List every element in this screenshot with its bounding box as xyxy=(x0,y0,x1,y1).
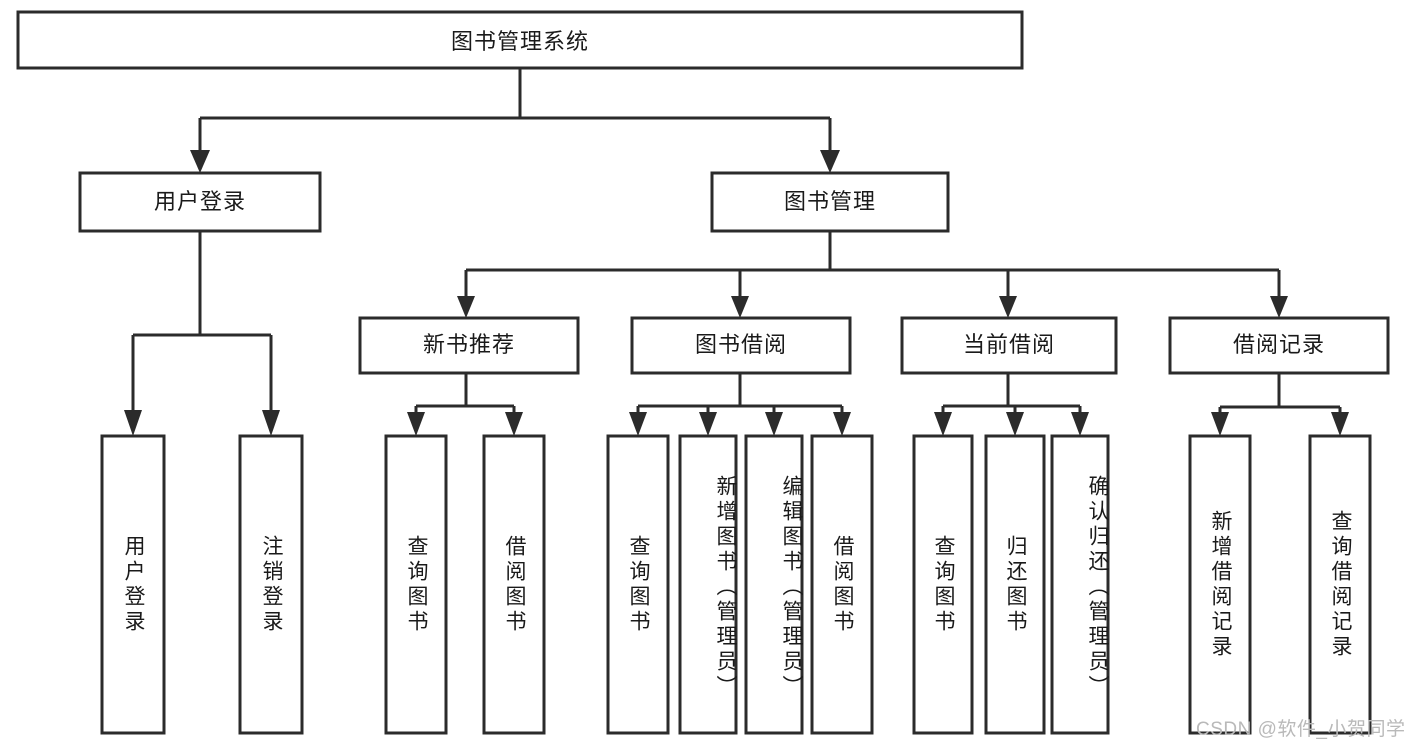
arrow-head-user-login xyxy=(190,150,210,173)
node-box-leaf-add-book[interactable] xyxy=(678,434,738,735)
connector-newbook-to-leaves xyxy=(407,373,523,436)
node-box-book-manage[interactable] xyxy=(710,171,950,233)
connector-currentborrow-to-leaves xyxy=(934,373,1089,436)
node-rectangles-group xyxy=(16,10,1390,735)
node-box-leaf-borrow-book-2[interactable] xyxy=(810,434,874,735)
connector-userlogin-to-leaves xyxy=(124,231,280,436)
arrow-head-book-borrow xyxy=(731,296,749,318)
arrow-head-leaf-edit-book xyxy=(765,412,783,436)
node-box-new-book-recommend[interactable] xyxy=(358,316,580,375)
arrow-head-leaf-borrow-book-1 xyxy=(505,412,523,436)
arrow-head-leaf-query-book-1 xyxy=(407,412,425,436)
arrow-head-leaf-query-record xyxy=(1331,412,1349,436)
node-box-leaf-add-record[interactable] xyxy=(1188,434,1252,735)
node-box-leaf-query-record[interactable] xyxy=(1308,434,1372,735)
arrow-head-current-borrow xyxy=(999,296,1017,318)
arrow-head-borrow-record xyxy=(1270,296,1288,318)
arrow-head-leaf-add-record xyxy=(1211,412,1229,436)
arrow-head-leaf-return-book xyxy=(1006,412,1024,436)
arrow-head-leaf-confirm-return xyxy=(1071,412,1089,436)
node-box-leaf-return-book[interactable] xyxy=(984,434,1046,735)
node-box-leaf-confirm-return[interactable] xyxy=(1050,434,1110,735)
arrow-head-new-book-recommend xyxy=(457,296,475,318)
node-box-current-borrow[interactable] xyxy=(900,316,1118,375)
connector-root-to-level1 xyxy=(190,68,840,173)
arrow-head-leaf-user-login xyxy=(124,410,142,436)
node-box-leaf-user-login[interactable] xyxy=(100,434,166,735)
arrow-head-leaf-logout xyxy=(262,410,280,436)
arrow-head-book-manage xyxy=(820,150,840,173)
connector-borrowrecord-to-leaves xyxy=(1211,373,1349,436)
node-box-leaf-query-book-2[interactable] xyxy=(606,434,670,735)
node-box-leaf-borrow-book-1[interactable] xyxy=(482,434,546,735)
node-box-leaf-logout[interactable] xyxy=(238,434,304,735)
node-box-leaf-query-book-1[interactable] xyxy=(384,434,448,735)
arrow-head-leaf-query-book-2 xyxy=(629,412,647,436)
arrow-head-leaf-borrow-book-2 xyxy=(833,412,851,436)
node-box-leaf-query-book-3[interactable] xyxy=(912,434,974,735)
node-box-leaf-edit-book[interactable] xyxy=(744,434,804,735)
arrow-head-leaf-add-book xyxy=(699,412,717,436)
node-box-borrow-record[interactable] xyxy=(1168,316,1390,375)
connector-bookmanage-to-level2 xyxy=(457,231,1288,318)
arrow-head-leaf-query-book-3 xyxy=(934,412,952,436)
node-box-book-borrow[interactable] xyxy=(630,316,852,375)
node-box-user-login[interactable] xyxy=(78,171,322,233)
csdn-watermark: CSDN @软件_小贺同学 xyxy=(1196,719,1405,740)
node-box-root[interactable] xyxy=(16,10,1024,70)
connector-bookborrow-to-leaves xyxy=(629,373,851,436)
